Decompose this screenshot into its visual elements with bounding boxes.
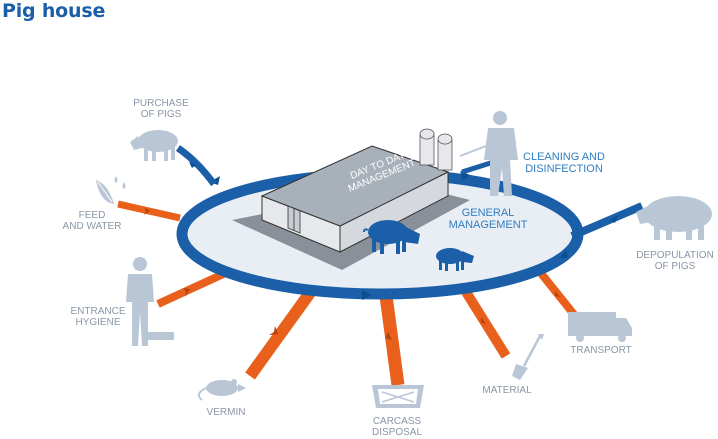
- page-title: Pig house: [2, 0, 106, 22]
- entrance-arrow: [156, 266, 234, 308]
- label-depopulation: DEPOPULATION OF PIGS: [636, 250, 714, 272]
- label-general: GENERAL MANAGEMENT: [448, 207, 528, 231]
- pig-icon: [363, 220, 420, 254]
- label-material: MATERIAL: [482, 385, 532, 396]
- pig-icon: [436, 248, 474, 271]
- spray-icon: [459, 145, 487, 157]
- water-drops-icon: [114, 176, 126, 189]
- label-vermin: VERMIN: [206, 407, 246, 418]
- label-carcass: CARCASS DISPOSAL: [371, 416, 423, 438]
- rat-icon: [197, 379, 246, 401]
- vermin-arrow: [245, 286, 317, 380]
- label-cleaning: CLEANING AND DISINFECTION: [523, 151, 605, 175]
- pig-icon: [636, 196, 712, 240]
- label-purchase: PURCHASE OF PIGS: [133, 98, 189, 120]
- pig-icon: [130, 130, 178, 161]
- depopulation-arrow: [570, 202, 644, 240]
- label-feed: FEED AND WATER: [62, 210, 122, 232]
- label-transport: TRANSPORT: [570, 345, 632, 356]
- barn-roof: [260, 145, 450, 227]
- carcass-arrow: [379, 295, 405, 386]
- person-icon: [126, 257, 174, 346]
- feed-corn-icon: [96, 180, 114, 204]
- person-icon: [459, 111, 518, 196]
- silo-right: [437, 139, 453, 171]
- container-icon: [372, 385, 424, 408]
- orange-arrows: [117, 200, 584, 386]
- purchase-arrow: [175, 145, 217, 187]
- barn: [232, 128, 470, 270]
- silo-left: [419, 134, 435, 166]
- shovel-icon: [512, 334, 544, 380]
- label-entrance: ENTRANCE HYGIENE: [70, 306, 126, 328]
- truck-icon: [568, 312, 632, 342]
- footbath-icon: [146, 332, 174, 340]
